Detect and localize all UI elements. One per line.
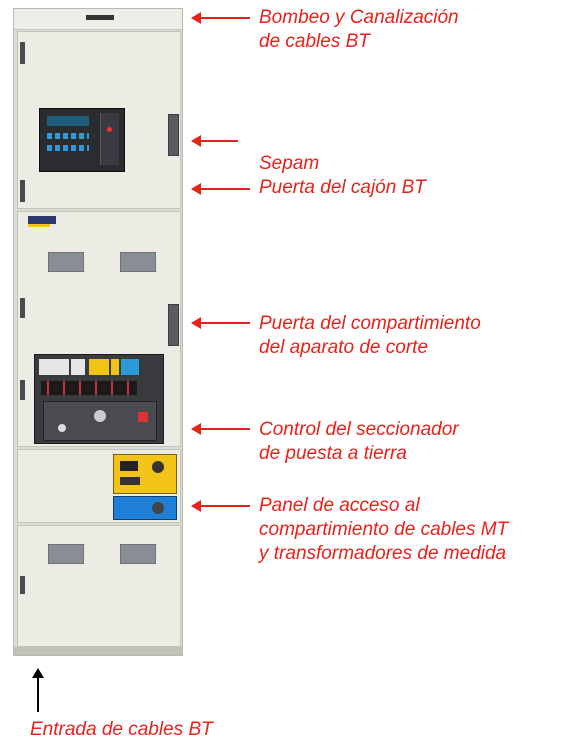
manufacturer-badge [28, 216, 56, 224]
switchgear-cabinet [13, 8, 183, 656]
hinge [20, 180, 25, 202]
top-cap [14, 9, 182, 30]
breaker-control-panel [34, 354, 164, 444]
sepam-relay [39, 108, 125, 172]
vent-window [48, 544, 84, 564]
blue-indicator [121, 359, 139, 375]
mimic-diagram [39, 359, 69, 375]
vent-window [120, 544, 156, 564]
label-line: de puesta a tierra [259, 443, 407, 464]
hinge [20, 380, 25, 400]
sepam-keys [47, 133, 89, 139]
label-line: Entrada de cables BT [30, 719, 213, 740]
label-line: Control del seccionador [259, 419, 459, 440]
control-knob [94, 410, 106, 422]
label-line: Puerta del compartimiento [259, 313, 481, 334]
mv-cable-compartment-panel [17, 525, 181, 647]
sepam-display [47, 116, 89, 126]
yellow-indicator [111, 359, 119, 375]
entrada-cables-arrowhead [32, 668, 44, 678]
mimic-diagram [71, 359, 85, 375]
label-control-seccionador: Control del seccionador de puesta a tier… [259, 418, 459, 466]
blue-access-interlock [113, 496, 177, 520]
label-puerta-cajon: Puerta del cajón BT [259, 176, 426, 200]
bombeo-arrow [191, 12, 250, 24]
hinge [20, 298, 25, 318]
breaker-compartment-door [17, 211, 181, 447]
puerta-compartimiento-arrow [191, 317, 250, 329]
manufacturer-badge-stripe [28, 224, 50, 227]
door-handle [168, 304, 179, 346]
red-counter [138, 412, 148, 422]
door-handle [168, 114, 179, 156]
label-line: Bombeo y Canalización [259, 7, 459, 28]
earthing-switch-control [113, 454, 177, 494]
cabinet-base [14, 647, 182, 655]
sepam-arrow [191, 135, 238, 147]
label-puerta-compartimiento: Puerta del compartimiento del aparato de… [259, 312, 481, 360]
entrada-cables-arrow [37, 676, 39, 712]
yellow-indicator [89, 359, 109, 375]
control-seccionador-arrow [191, 423, 250, 435]
label-line: del aparato de corte [259, 337, 429, 358]
label-entrada-cables: Entrada de cables BT [30, 718, 213, 742]
label-line: y transformadores de medida [259, 543, 507, 564]
sepam-keys [47, 145, 89, 151]
sepam-led [107, 127, 112, 132]
puerta-cajon-arrow [191, 183, 250, 195]
operating-mechanism-plate [43, 401, 157, 441]
label-line: Panel de acceso al [259, 495, 420, 516]
control-knob [58, 424, 66, 432]
label-panel-acceso: Panel de acceso al compartimiento de cab… [259, 494, 508, 566]
control-knob [152, 461, 164, 473]
hinge [20, 42, 25, 64]
top-cap-plate [86, 15, 114, 20]
lv-drawer-door [17, 31, 181, 209]
label-sepam: Sepam [259, 152, 319, 176]
label-line: Puerta del cajón BT [259, 177, 426, 198]
control-window [120, 477, 140, 485]
hinge [20, 576, 25, 594]
lock-knob [152, 502, 164, 514]
label-line: Sepam [259, 153, 320, 174]
indicator-strip [41, 381, 137, 395]
sepam-module [100, 113, 119, 165]
panel-acceso-arrow [191, 500, 250, 512]
label-line: compartimiento de cables MT [259, 519, 509, 540]
label-line: de cables BT [259, 31, 370, 52]
earthing-switch-area [17, 449, 181, 523]
vent-window [48, 252, 84, 272]
label-bombeo: Bombeo y Canalización de cables BT [259, 6, 459, 54]
control-window [120, 461, 138, 471]
vent-window [120, 252, 156, 272]
